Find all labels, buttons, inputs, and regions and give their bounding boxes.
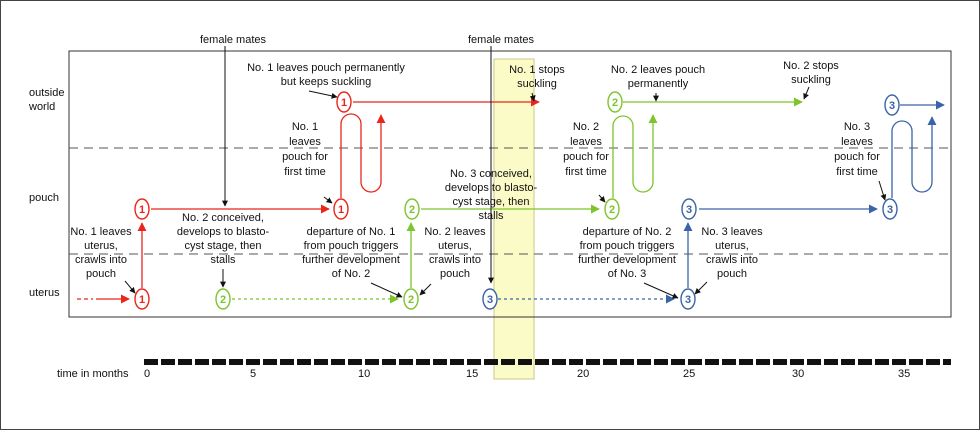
svg-text:1: 1	[139, 204, 145, 216]
svg-text:2: 2	[612, 97, 618, 109]
svg-text:3: 3	[685, 294, 691, 306]
time-tick-5: 5	[250, 368, 256, 380]
highlight-band	[493, 58, 535, 380]
svg-text:3: 3	[889, 100, 895, 112]
joey-1-path	[77, 97, 540, 304]
joey-3-marker: 3	[681, 198, 697, 220]
joey-1-marker: 1	[134, 288, 150, 310]
svg-text:2: 2	[409, 204, 415, 216]
joey-3-marker: 3	[882, 198, 898, 220]
joey-2-path	[232, 97, 803, 304]
joey-2-marker: 2	[215, 288, 231, 310]
joey-3-marker: 3	[884, 94, 900, 116]
joey-1-marker: 1	[336, 91, 352, 113]
svg-text:1: 1	[338, 204, 344, 216]
time-tick-35: 35	[898, 368, 910, 380]
svg-text:2: 2	[220, 294, 226, 306]
joey-3-marker: 3	[482, 288, 498, 310]
joey-1-marker: 1	[333, 198, 349, 220]
time-axis-label: time in months	[57, 368, 129, 380]
label-female-mates-1: female mates	[200, 34, 267, 46]
joey-3-marker: 3	[680, 288, 696, 310]
svg-text:3: 3	[487, 294, 493, 306]
svg-text:2: 2	[408, 294, 414, 306]
row-label-pouch: pouch	[29, 192, 59, 204]
time-tick-15: 15	[466, 368, 478, 380]
joey-1-marker: 1	[134, 198, 150, 220]
time-tick-30: 30	[792, 368, 804, 380]
time-tick-20: 20	[577, 368, 589, 380]
time-axis-ticks: 0 5 10 15 20 25 30 35	[144, 368, 910, 380]
joey-2-marker: 2	[403, 288, 419, 310]
anno-n2-conceived: No. 2 conceived,develops to blasto-cyst …	[177, 212, 270, 266]
joey-2-marker: 2	[404, 198, 420, 220]
joey-2-marker: 2	[607, 91, 623, 113]
row-label-uterus: uterus	[29, 287, 60, 299]
svg-text:3: 3	[887, 204, 893, 216]
svg-text:3: 3	[686, 204, 692, 216]
pointer-arrows	[124, 46, 887, 299]
joey-2-marker: 2	[604, 198, 620, 220]
time-tick-25: 25	[683, 368, 695, 380]
timeline-box	[68, 50, 952, 318]
joey-3-path	[498, 100, 945, 304]
svg-text:1: 1	[139, 294, 145, 306]
time-tick-0: 0	[144, 368, 150, 380]
label-female-mates-2: female mates	[468, 34, 535, 46]
svg-text:1: 1	[341, 97, 347, 109]
time-tick-10: 10	[358, 368, 370, 380]
svg-text:2: 2	[609, 204, 615, 216]
